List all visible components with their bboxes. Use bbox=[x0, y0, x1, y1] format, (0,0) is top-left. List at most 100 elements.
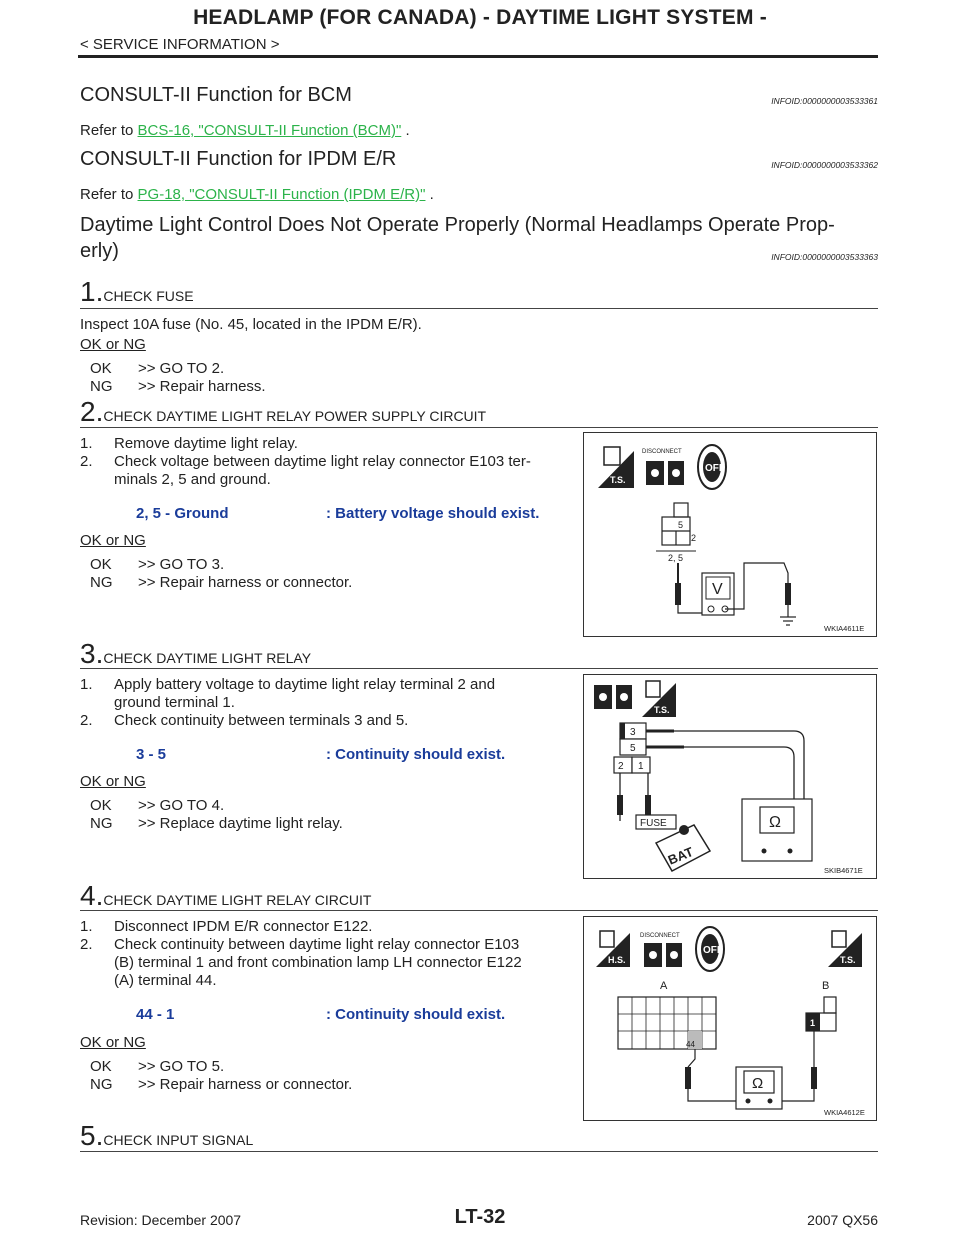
ng-value: >> Repair harness. bbox=[138, 378, 266, 395]
spec-left: 44 - 1 bbox=[136, 1006, 175, 1023]
ok-ng-label: OK or NG bbox=[80, 1034, 146, 1051]
ts-icon: T.S. bbox=[642, 680, 676, 717]
ok-key: OK bbox=[90, 1058, 112, 1075]
ok-ng-label: OK or NG bbox=[80, 532, 146, 549]
pg-18-link[interactable]: PG-18, "CONSULT-II Function (IPDM E/R)" bbox=[137, 186, 426, 203]
item-text: Remove daytime light relay. bbox=[114, 435, 298, 452]
step-title: CHECK DAYTIME LIGHT RELAY bbox=[103, 650, 312, 666]
ng-result: NG >> Repair harness. bbox=[90, 378, 266, 395]
section-title-bcm: CONSULT-II Function for BCM bbox=[80, 84, 352, 106]
item-text: Check continuity between terminals 3 and… bbox=[114, 712, 409, 729]
ng-key: NG bbox=[90, 378, 113, 395]
svg-text:2: 2 bbox=[691, 533, 696, 543]
disconnect-icon: DISCONNECT bbox=[642, 449, 684, 485]
step-title: CHECK INPUT SIGNAL bbox=[103, 1132, 254, 1148]
ng-key: NG bbox=[90, 1076, 113, 1093]
item-text: Disconnect IPDM E/R connector E122. bbox=[114, 918, 373, 935]
refer-ipdm: Refer to PG-18, "CONSULT-II Function (IP… bbox=[80, 186, 434, 203]
ng-value: >> Repair harness or connector. bbox=[138, 1076, 353, 1093]
hs-icon: H.S. bbox=[596, 930, 630, 967]
step-title: CHECK FUSE bbox=[103, 288, 194, 304]
step-divider bbox=[80, 668, 878, 669]
connector-b: B 1 bbox=[805, 980, 837, 1032]
svg-text:T.S.: T.S. bbox=[654, 705, 670, 715]
relay-connector: 5 2 2, 5 bbox=[656, 502, 696, 563]
step-divider bbox=[80, 308, 878, 309]
svg-text:H.S.: H.S. bbox=[608, 955, 626, 965]
ohmmeter-icon: Ω bbox=[735, 1066, 783, 1110]
item-text: (B) terminal 1 and front combination lam… bbox=[114, 954, 522, 971]
ng-value: >> Repair harness or connector. bbox=[138, 574, 353, 591]
disconnect-icon: DISCONNECT bbox=[640, 933, 682, 967]
item-number: 2. bbox=[80, 712, 93, 729]
svg-text:DISCONNECT: DISCONNECT bbox=[640, 933, 680, 939]
item-text: (A) terminal 44. bbox=[114, 972, 217, 989]
step-3-item-1-cont: ground terminal 1. bbox=[80, 694, 577, 711]
header-divider bbox=[78, 55, 878, 58]
refer-bcm: Refer to BCS-16, "CONSULT-II Function (B… bbox=[80, 122, 410, 139]
page-number: LT-32 bbox=[454, 1206, 506, 1228]
svg-text:44: 44 bbox=[686, 1040, 695, 1049]
step-3-item-1: 1. Apply battery voltage to daytime light… bbox=[80, 676, 577, 693]
ok-value: >> GO TO 5. bbox=[138, 1058, 225, 1075]
svg-text:FUSE: FUSE bbox=[640, 818, 667, 829]
ok-value: >> GO TO 2. bbox=[138, 360, 225, 377]
svg-text:3: 3 bbox=[630, 727, 636, 738]
svg-text:B: B bbox=[822, 980, 829, 992]
ng-result: NG >> Repair harness or connector. bbox=[90, 574, 352, 591]
infoid-daytime: INFOID:0000000003533363 bbox=[771, 252, 878, 262]
ng-result: NG >> Repair harness or connector. bbox=[90, 1076, 352, 1093]
bcs-16-link[interactable]: BCS-16, "CONSULT-II Function (BCM)" bbox=[137, 122, 402, 139]
figure-circuit-check: H.S. DISCONNECT OFF T.S. A bbox=[583, 916, 877, 1121]
ts-icon: T.S. bbox=[828, 930, 862, 967]
ok-result: OK >> GO TO 5. bbox=[90, 1058, 224, 1075]
revision-date: Revision: December 2007 bbox=[80, 1212, 242, 1228]
item-number: 1. bbox=[80, 918, 93, 935]
ng-key: NG bbox=[90, 815, 113, 832]
ok-ng-label: OK or NG bbox=[80, 336, 146, 353]
refer-prefix: Refer to bbox=[80, 186, 138, 203]
voltmeter-icon: V bbox=[701, 572, 735, 616]
spec-right: : Battery voltage should exist. bbox=[326, 505, 540, 522]
ignition-off-icon: OFF bbox=[697, 444, 727, 490]
ohmmeter-icon: Ω bbox=[741, 798, 813, 862]
figure-code: WKIA4611E bbox=[824, 624, 865, 633]
svg-text:OFF: OFF bbox=[703, 945, 723, 956]
disconnect-icon bbox=[594, 685, 632, 709]
figure-code: SKIB4671E bbox=[824, 866, 863, 875]
item-text: Apply battery voltage to daytime light r… bbox=[114, 676, 496, 693]
svg-text:5: 5 bbox=[630, 743, 636, 754]
step-1-heading: 1.CHECK FUSE bbox=[80, 276, 194, 308]
step-title: CHECK DAYTIME LIGHT RELAY POWER SUPPLY C… bbox=[103, 408, 487, 424]
section-title-daytime-line2: erly) bbox=[80, 240, 119, 262]
ng-key: NG bbox=[90, 574, 113, 591]
step-divider bbox=[80, 427, 878, 428]
step-number: 5. bbox=[80, 1120, 104, 1151]
item-text: Check voltage between daytime light rela… bbox=[114, 453, 531, 470]
step-4-item-2-cont2: (A) terminal 44. bbox=[80, 972, 577, 989]
step-4-heading: 4.CHECK DAYTIME LIGHT RELAY CIRCUIT bbox=[80, 880, 371, 912]
step-divider bbox=[80, 1151, 878, 1152]
step-1-body: Inspect 10A fuse (No. 45, located in the… bbox=[80, 316, 422, 333]
item-number: 1. bbox=[80, 676, 93, 693]
ng-value: >> Replace daytime light relay. bbox=[138, 815, 343, 832]
step-2-item-1: 1.Remove daytime light relay. bbox=[80, 435, 577, 452]
section-title-ipdm: CONSULT-II Function for IPDM E/R bbox=[80, 148, 397, 170]
ok-result: OK>> GO TO 2. bbox=[90, 360, 224, 377]
step-3-item-2: 2. Check continuity between terminals 3 a… bbox=[80, 712, 577, 729]
figure-code: WKIA4612E bbox=[824, 1108, 865, 1117]
svg-text:5: 5 bbox=[678, 520, 683, 530]
page-header-subtitle: < SERVICE INFORMATION > bbox=[80, 36, 280, 53]
step-5-heading: 5.CHECK INPUT SIGNAL bbox=[80, 1120, 253, 1152]
ok-key: OK bbox=[90, 556, 112, 573]
infoid-bcm: INFOID:0000000003533361 bbox=[771, 96, 878, 106]
spec-left: 2, 5 - Ground bbox=[136, 505, 229, 522]
step-2-item-2-cont: minals 2, 5 and ground. bbox=[80, 471, 577, 488]
section-title-daytime-line1: Daytime Light Control Does Not Operate P… bbox=[80, 214, 835, 236]
fuse-icon: FUSE bbox=[635, 814, 677, 830]
refer-suffix: . bbox=[401, 122, 410, 139]
ok-value: >> GO TO 3. bbox=[138, 556, 225, 573]
item-number: 2. bbox=[80, 936, 93, 953]
svg-text:T.S.: T.S. bbox=[840, 955, 856, 965]
step-3-heading: 3.CHECK DAYTIME LIGHT RELAY bbox=[80, 638, 311, 670]
